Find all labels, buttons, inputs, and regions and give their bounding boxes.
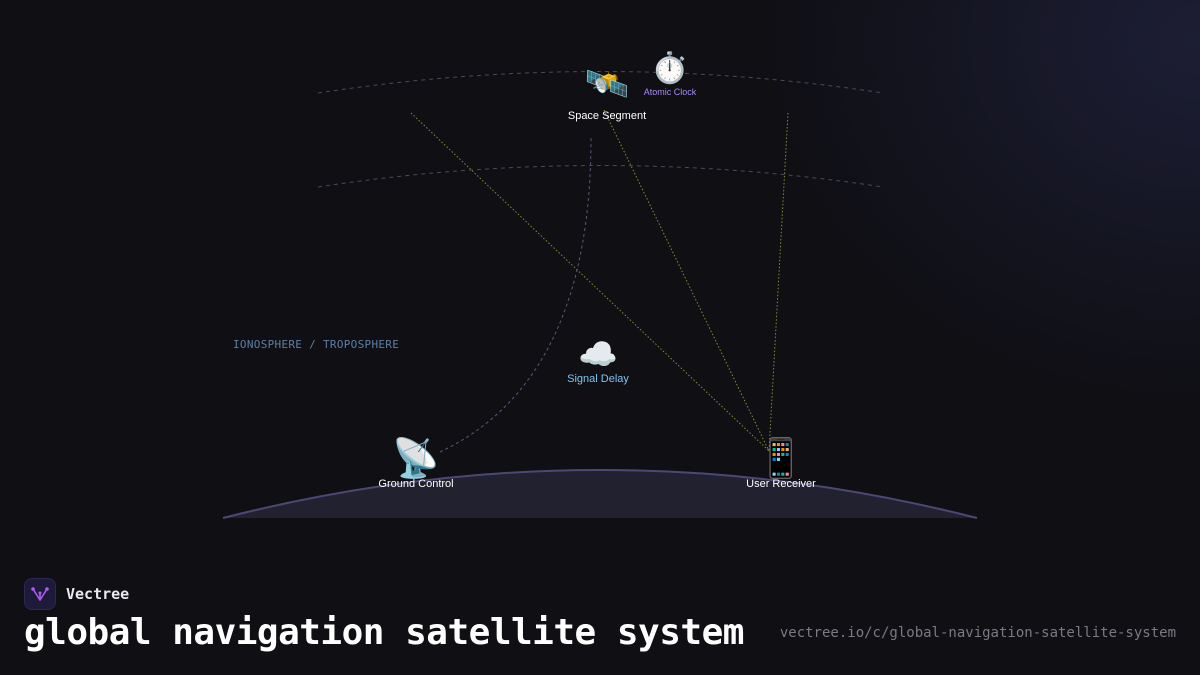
- atmosphere-arc: [317, 165, 884, 188]
- atomic-clock-label: Atomic Clock: [643, 87, 697, 97]
- stopwatch-icon: ⏱️: [651, 52, 689, 85]
- earth-horizon-line: [222, 469, 978, 519]
- signal-delay-label: Signal Delay: [567, 373, 629, 385]
- signal-delay-node: ☁️ Signal Delay: [567, 338, 629, 385]
- page-title: global navigation satellite system: [24, 612, 744, 653]
- brand-name: Vectree: [66, 585, 130, 603]
- ground-control-uplink: [439, 134, 592, 453]
- ground-control-node: 📡 Ground Control: [378, 440, 453, 490]
- page-url[interactable]: vectree.io/c/global-navigation-satellite…: [779, 625, 1176, 641]
- signal-line-left: [410, 112, 770, 452]
- atomic-clock-node: ⏱️ Atomic Clock: [643, 52, 697, 98]
- satellite-icon: 🛰️: [584, 63, 630, 104]
- user-receiver-node: 📱 User Receiver: [746, 440, 816, 490]
- outer-orbit-arc: [317, 71, 884, 94]
- space-segment-label: Space Segment: [567, 110, 647, 122]
- brand[interactable]: Vectree: [24, 577, 129, 611]
- satellite-dish-icon: 📡: [392, 438, 440, 480]
- user-receiver-label: User Receiver: [746, 478, 816, 490]
- signal-line-center: [603, 109, 770, 452]
- space-segment-node: 🛰️ Space Segment: [567, 63, 647, 123]
- signal-line-right: [768, 112, 789, 452]
- cloud-icon: ☁️: [578, 336, 618, 372]
- ground-control-label: Ground Control: [378, 478, 454, 490]
- mobile-phone-icon: 📱: [757, 438, 805, 480]
- footer: Vectree global navigation satellite syst…: [0, 560, 1200, 675]
- vectree-logo-icon: [24, 578, 56, 610]
- ionosphere-troposphere-label: IONOSPHERE / TROPOSPHERE: [233, 338, 400, 351]
